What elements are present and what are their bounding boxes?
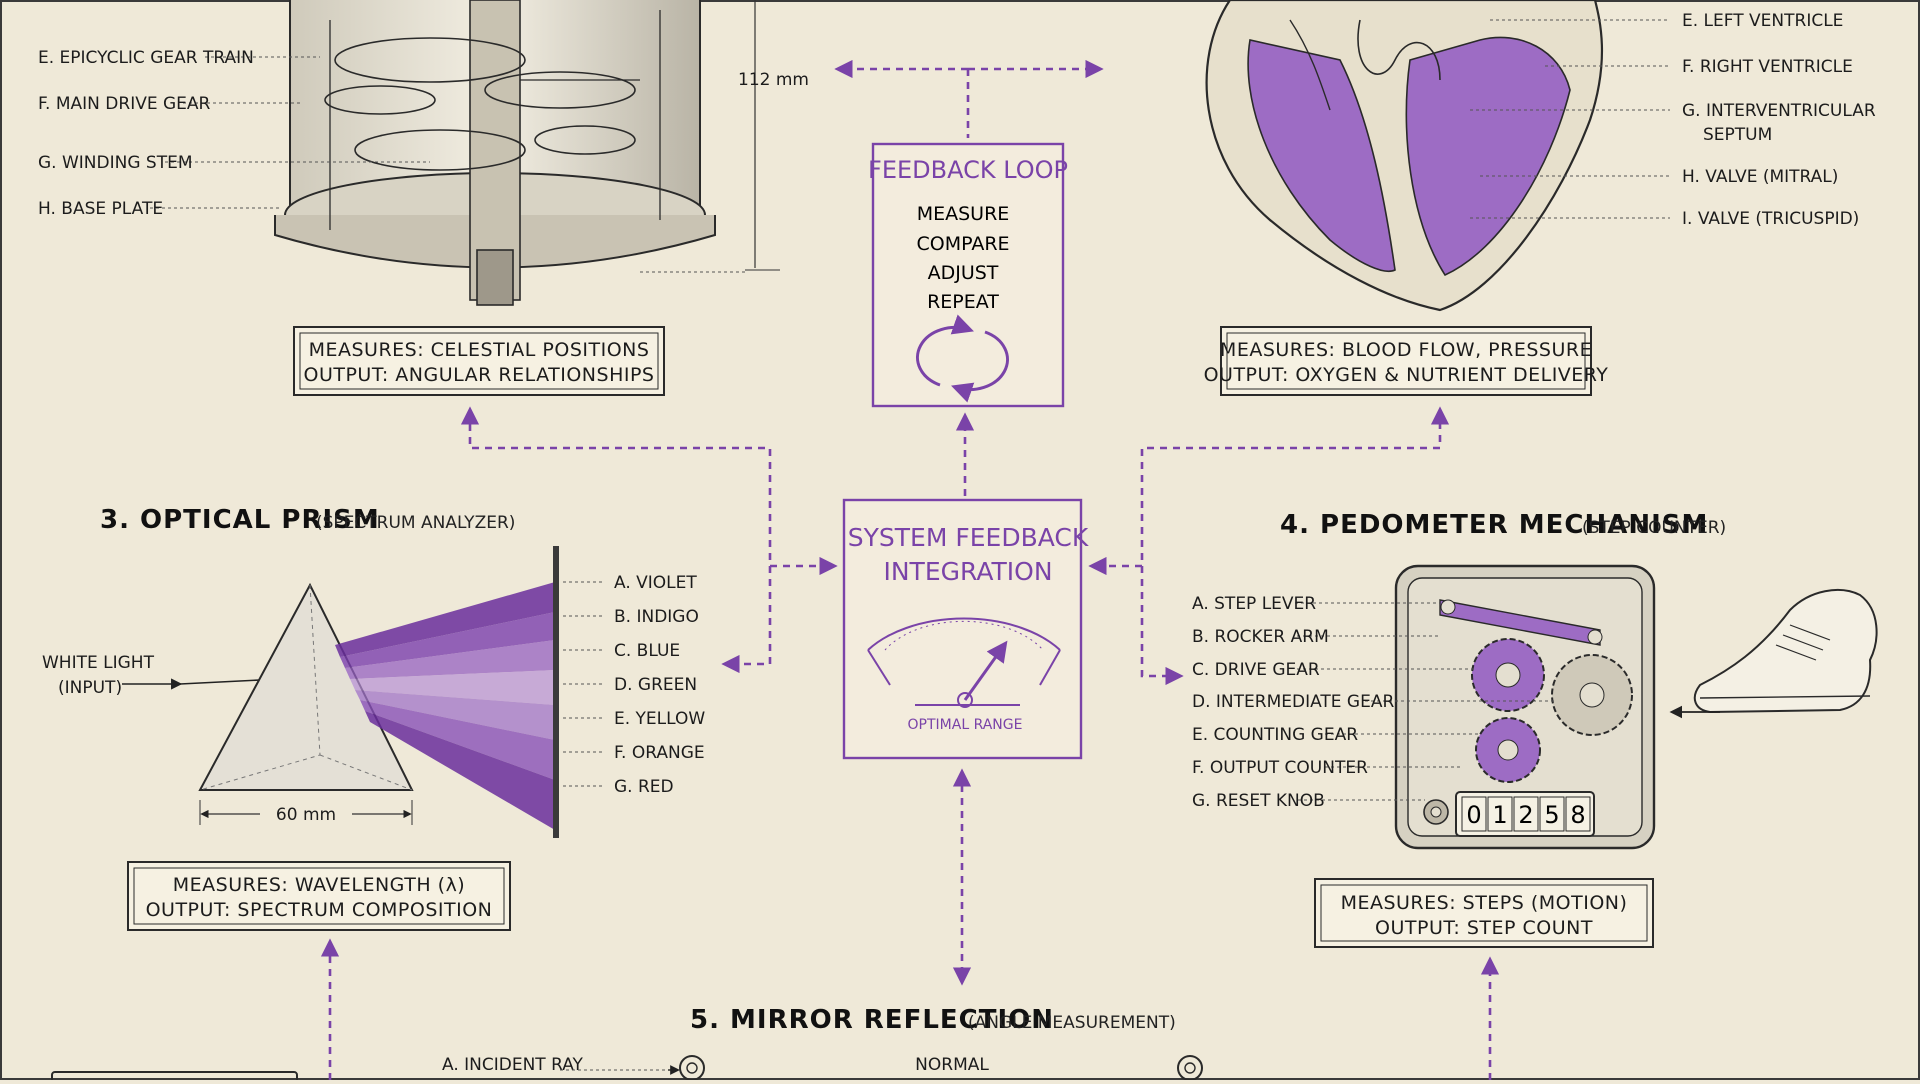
feedback-step-2: COMPARE [916,233,1009,255]
spectrum-red: G. RED [614,777,674,797]
integration-title-2: INTEGRATION [883,557,1052,586]
orrery-label-g: G. WINDING STEM [38,153,193,173]
spectrum-fan [335,546,559,838]
pedometer-label-b: B. ROCKER ARM [1192,627,1329,647]
mirror-pivot-left-icon [679,1055,705,1081]
pedometer-label-e: E. COUNTING GEAR [1192,725,1358,745]
prism-title: 3. OPTICAL PRISM [100,505,380,535]
heart-labels: E. LEFT VENTRICLE F. RIGHT VENTRICLE G. … [1470,11,1876,229]
reset-knob-icon [1423,799,1449,825]
spectrum-green: D. GREEN [614,675,697,695]
white-light-label: WHITE LIGHT [42,653,155,673]
heart-label-e: E. LEFT VENTRICLE [1682,11,1843,31]
heart-label-g2: SEPTUM [1703,125,1772,145]
counter-digit-4: 5 [1544,801,1559,829]
heart-label-h: H. VALVE (MITRAL) [1682,167,1838,187]
gauge-label: OPTIMAL RANGE [908,717,1023,733]
pedometer-subtitle: (STEP COUNTER) [1582,518,1726,538]
counter-digit-3: 2 [1518,801,1533,829]
pedometer-measures-box: MEASURES: STEPS (MOTION) OUTPUT: STEP CO… [1314,878,1654,948]
orrery-drawing [274,0,716,306]
feedback-step-1: MEASURE [917,203,1010,225]
drive-gear-icon [1471,638,1545,712]
intermediate-gear-icon [1551,654,1633,736]
pedometer-output: OUTPUT: STEP COUNT [1375,917,1593,939]
orrery-dimension-label: 112 mm [738,70,809,90]
orrery-measures: MEASURES: CELESTIAL POSITIONS [309,339,650,361]
orrery-output: OUTPUT: ANGULAR RELATIONSHIPS [304,364,655,386]
shoe-icon [1693,589,1878,714]
incident-ray-label: A. INCIDENT RAY [442,1055,584,1075]
mirror-subtitle: (ANGLE MEASUREMENT) [968,1013,1176,1033]
feedback-loop-title: FEEDBACK LOOP [868,156,1068,184]
counter-digit-5: 8 [1570,801,1585,829]
orrery-label-h: H. BASE PLATE [38,199,163,219]
rocker-arm-icon [1439,599,1603,646]
integration-title-1: SYSTEM FEEDBACK [848,523,1089,552]
heart-drawing [1205,0,1604,312]
heart-label-f: F. RIGHT VENTRICLE [1682,57,1853,77]
prism-dimension-label: 60 mm [276,805,336,825]
counter-digit-2: 1 [1492,801,1507,829]
pedometer-labels: A. STEP LEVER B. ROCKER ARM C. DRIVE GEA… [1192,594,1555,811]
mirror-section: 5. MIRROR REFLECTION (ANGLE MEASUREMENT)… [51,1005,1203,1084]
normal-label: NORMAL [915,1055,989,1075]
prism-section: 3. OPTICAL PRISM (SPECTRUM ANALYZER) WHI… [42,505,705,931]
orrery-labels: E. EPICYCLIC GEAR TRAIN F. MAIN DRIVE GE… [38,48,430,219]
mirror-title: 5. MIRROR REFLECTION [690,1005,1054,1035]
pedometer-label-f: F. OUTPUT COUNTER [1192,758,1368,778]
pedometer-label-a: A. STEP LEVER [1192,594,1316,614]
feedback-step-3: ADJUST [928,262,999,284]
counter-digit-1: 0 [1466,801,1481,829]
pedometer-section: 4. PEDOMETER MECHANISM (STEP COUNTER) [1192,510,1878,948]
orrery-dimension: 112 mm [640,0,809,273]
spectrum-blue: C. BLUE [614,641,680,661]
cycle-arrows-icon [916,314,1009,403]
heart-measures-box: MEASURES: BLOOD FLOW, PRESSURE OUTPUT: O… [1204,326,1609,396]
mirror-pivot-right-icon [1177,1055,1203,1081]
pedometer-label-c: C. DRIVE GEAR [1192,660,1320,680]
pedometer-label-g: G. RESET KNOB [1192,791,1325,811]
prism-subtitle: (SPECTRUM ANALYZER) [316,513,515,533]
spectrum-indigo: B. INDIGO [614,607,699,627]
orrery-measures-box: MEASURES: CELESTIAL POSITIONS OUTPUT: AN… [293,326,665,396]
prism-output: OUTPUT: SPECTRUM COMPOSITION [146,899,493,921]
heart-label-i: I. VALVE (TRICUSPID) [1682,209,1859,229]
bottom-left-box-edge [51,1071,298,1084]
orrery-label-e: E. EPICYCLIC GEAR TRAIN [38,48,254,68]
gauge-icon [867,617,1061,708]
counting-gear-icon [1475,717,1541,783]
heart-output: OUTPUT: OXYGEN & NUTRIENT DELIVERY [1204,364,1609,386]
prism-dimension: 60 mm [199,800,413,825]
spectrum-yellow: E. YELLOW [614,709,705,729]
pedometer-body: 0 1 2 5 8 [1394,564,1656,850]
spectrum-labels: A. VIOLET B. INDIGO C. BLUE D. GREEN E. … [563,573,705,797]
pedometer-title: 4. PEDOMETER MECHANISM [1280,510,1708,540]
heart-measures: MEASURES: BLOOD FLOW, PRESSURE [1220,339,1592,361]
orrery-label-f: F. MAIN DRIVE GEAR [38,94,211,114]
prism-measures: MEASURES: WAVELENGTH (λ) [173,874,465,896]
white-light-input-label: (INPUT) [58,678,122,698]
heart-label-g: G. INTERVENTRICULAR [1682,101,1876,121]
prism-measures-box: MEASURES: WAVELENGTH (λ) OUTPUT: SPECTRU… [127,861,511,931]
output-counter: 0 1 2 5 8 [1455,791,1595,837]
feedback-step-4: REPEAT [927,291,999,313]
spectrum-orange: F. ORANGE [614,743,705,763]
spectrum-violet: A. VIOLET [614,573,697,593]
integration-box: SYSTEM FEEDBACK INTEGRATION OPTIMAL RANG… [842,498,1089,760]
flow-connectors [320,406,1500,1080]
feedback-loop-box: FEEDBACK LOOP MEASURE COMPARE ADJUST REP… [834,59,1104,408]
pedometer-label-d: D. INTERMEDIATE GEAR [1192,692,1394,712]
pedometer-measures: MEASURES: STEPS (MOTION) [1341,892,1628,914]
